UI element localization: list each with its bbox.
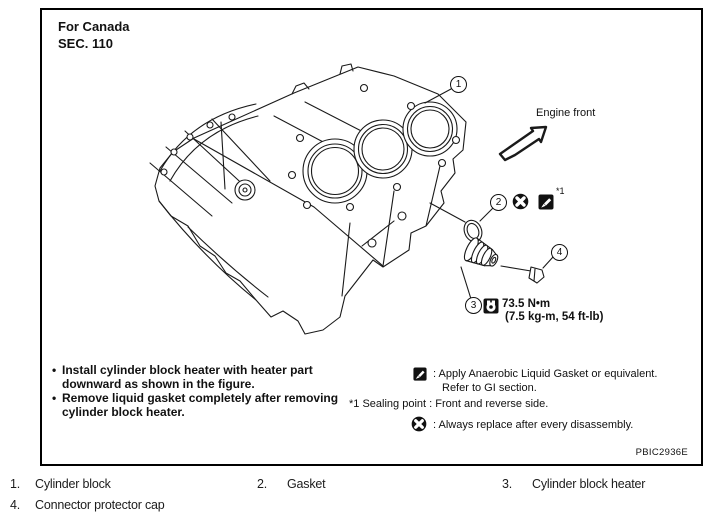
always-replace-icon	[411, 416, 427, 432]
part-number: 1.	[10, 477, 21, 491]
install-notes: • Install cylinder block heater with hea…	[52, 363, 372, 419]
region-label: For Canada	[58, 19, 130, 34]
liquid-gasket-icon	[538, 194, 554, 210]
callout-3: 3	[465, 297, 482, 314]
note-install-line2: downward as shown in the figure.	[62, 377, 255, 391]
note-install-line1: Install cylinder block heater with heate…	[62, 363, 313, 377]
part-label: Cylinder block heater	[532, 477, 646, 491]
bullet: •	[52, 363, 57, 377]
note-install: • Install cylinder block heater with hea…	[52, 363, 372, 391]
torque-value: 73.5 N•m	[502, 298, 551, 310]
section-label: SEC. 110	[58, 36, 113, 51]
part-number: 3.	[502, 477, 513, 491]
part-number: 4.	[10, 498, 21, 512]
legend-gasket-line1: : Apply Anaerobic Liquid Gasket or equiv…	[433, 368, 658, 380]
note-remove: • Remove liquid gasket completely after …	[52, 391, 372, 419]
always-replace-icon	[512, 193, 529, 210]
engine-front-arrow-icon	[498, 125, 548, 162]
figure-frame: For Canada SEC. 110 Engine front 1 2 3 4…	[40, 8, 703, 466]
legend-sealing-point: *1 Sealing point : Front and reverse sid…	[349, 398, 549, 410]
torque-spec: 73.5 N•m (7.5 kg-m, 54 ft-lb)	[502, 298, 603, 324]
part-label: Connector protector cap	[35, 498, 165, 512]
liquid-gasket-icon	[413, 367, 427, 381]
legend-always-replace: : Always replace after every disassembly…	[433, 419, 634, 431]
part-number: 2.	[257, 477, 268, 491]
engine-front-label: Engine front	[536, 107, 596, 119]
sealing-ref-mark: *1	[556, 186, 565, 196]
figure-header: For Canada SEC. 110	[58, 18, 130, 52]
torque-alt-units: (7.5 kg-m, 54 ft-lb)	[505, 311, 604, 323]
cylinder-block-drawing	[149, 63, 554, 335]
callout-4: 4	[551, 244, 568, 261]
note-remove-line2: cylinder block heater.	[62, 405, 185, 419]
note-remove-line1: Remove liquid gasket completely after re…	[62, 391, 339, 405]
legend-gasket-line2: Refer to GI section.	[442, 382, 537, 394]
torque-wrench-icon	[483, 298, 499, 314]
part-label: Gasket	[287, 477, 326, 491]
callout-2: 2	[490, 194, 507, 211]
bullet: •	[52, 391, 57, 405]
callout-1: 1	[450, 76, 467, 93]
part-label: Cylinder block	[35, 477, 111, 491]
figure-code: PBIC2936E	[635, 447, 688, 458]
